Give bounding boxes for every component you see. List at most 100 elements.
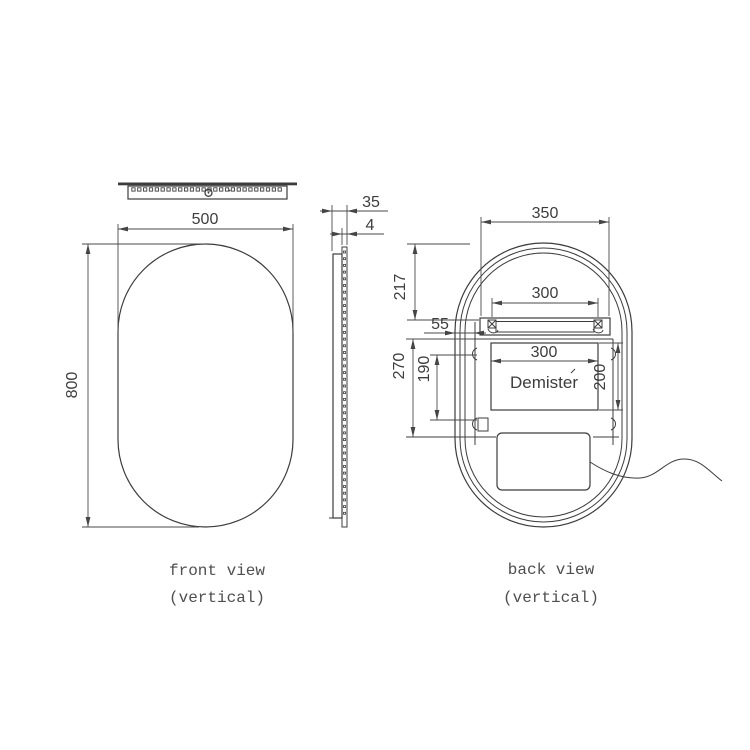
top-view-frame bbox=[127, 185, 288, 200]
repeat-mark bbox=[260, 187, 265, 192]
back-outline-inner bbox=[464, 252, 623, 518]
repeat-mark bbox=[343, 290, 346, 294]
hanger-bar-outline bbox=[479, 317, 611, 336]
repeat-mark bbox=[343, 424, 346, 428]
side-glass-strip bbox=[341, 246, 348, 528]
repeat-mark bbox=[343, 418, 346, 421]
touch-sensor-icon bbox=[204, 188, 213, 197]
dim-label-500: 500 bbox=[192, 211, 219, 228]
demister-pad: Demister bbox=[490, 342, 599, 411]
hanger-bar-channel bbox=[495, 321, 595, 333]
repeat-mark bbox=[224, 187, 230, 192]
demister-tick bbox=[570, 368, 576, 374]
repeat-mark bbox=[343, 444, 346, 448]
repeat-mark bbox=[343, 431, 346, 435]
demister-outline bbox=[490, 342, 599, 411]
repeat-mark bbox=[343, 377, 346, 381]
repeat-mark bbox=[343, 297, 346, 301]
hanger-hook-left bbox=[487, 328, 499, 334]
repeat-mark bbox=[131, 187, 136, 192]
mount-clip-bottom-left bbox=[472, 417, 478, 431]
repeat-mark bbox=[343, 491, 346, 495]
repeat-mark bbox=[242, 187, 247, 192]
repeat-mark bbox=[166, 187, 171, 192]
hanger-hook-right bbox=[592, 328, 604, 334]
repeat-mark bbox=[343, 337, 346, 341]
repeat-mark bbox=[343, 304, 346, 308]
dim-hanger-span: 300 bbox=[491, 285, 599, 317]
front-view-caption-line2: (vertical) bbox=[169, 589, 265, 607]
repeat-mark bbox=[343, 257, 346, 261]
dim-label-190: 190 bbox=[416, 356, 433, 383]
dim-label-35: 35 bbox=[362, 194, 380, 211]
repeat-mark bbox=[219, 187, 224, 192]
dim-side-glass: 4 bbox=[330, 217, 384, 245]
repeat-mark bbox=[343, 277, 346, 281]
repeat-mark bbox=[343, 317, 346, 321]
dim-front-height: 800 bbox=[64, 243, 206, 528]
led-strip-top bbox=[131, 187, 282, 192]
hanger-slot-left bbox=[487, 319, 497, 329]
hanger-bar bbox=[479, 317, 611, 336]
dim-label-270: 270 bbox=[391, 353, 408, 380]
repeat-mark bbox=[154, 187, 159, 192]
dim-demister-height: 200 bbox=[592, 342, 623, 411]
repeat-mark bbox=[343, 310, 346, 314]
repeat-mark bbox=[172, 187, 177, 192]
repeat-mark bbox=[343, 357, 346, 361]
hanger-slot-right bbox=[593, 319, 603, 329]
dim-label-300-demister: 300 bbox=[531, 344, 558, 361]
dim-label-350: 350 bbox=[532, 205, 559, 222]
junction-box bbox=[496, 432, 591, 491]
repeat-mark bbox=[343, 451, 346, 455]
dim-hanger-width: 350 bbox=[480, 205, 610, 316]
dim-top-offset: 217 bbox=[392, 243, 479, 321]
repeat-mark bbox=[343, 263, 346, 267]
top-view-glass-edge bbox=[118, 182, 297, 186]
repeat-mark bbox=[137, 187, 142, 192]
led-strip-side bbox=[343, 250, 346, 515]
repeat-mark bbox=[189, 187, 195, 192]
dim-label-55: 55 bbox=[431, 316, 449, 333]
repeat-mark bbox=[230, 187, 235, 192]
repeat-mark bbox=[343, 250, 346, 254]
repeat-mark bbox=[343, 404, 346, 408]
hanger-slot-right-x2 bbox=[593, 319, 603, 329]
repeat-mark bbox=[343, 371, 346, 375]
repeat-mark bbox=[248, 187, 253, 192]
side-view: 35 4 bbox=[320, 194, 388, 528]
dim-label-4: 4 bbox=[366, 217, 375, 234]
repeat-mark bbox=[343, 284, 346, 287]
mount-clip-top-right bbox=[610, 347, 616, 361]
repeat-mark bbox=[343, 464, 346, 468]
repeat-mark bbox=[343, 324, 346, 328]
repeat-mark bbox=[343, 330, 346, 334]
repeat-mark bbox=[343, 411, 346, 415]
top-view bbox=[118, 182, 297, 200]
touch-sensor-center-dot bbox=[207, 191, 210, 194]
back-recess bbox=[406, 322, 619, 445]
repeat-mark bbox=[343, 391, 346, 395]
front-mirror-outline bbox=[117, 243, 294, 528]
back-outline-middle bbox=[459, 247, 628, 523]
dim-clip-spacing: 190 bbox=[416, 354, 477, 421]
repeat-mark bbox=[277, 187, 282, 192]
repeat-mark bbox=[343, 505, 346, 509]
repeat-mark bbox=[178, 187, 183, 192]
back-outline-outer bbox=[454, 242, 633, 528]
repeat-mark bbox=[343, 397, 346, 401]
repeat-mark bbox=[343, 351, 346, 354]
repeat-mark bbox=[343, 458, 346, 462]
dim-front-width: 500 bbox=[117, 211, 294, 333]
repeat-mark bbox=[343, 270, 346, 274]
repeat-mark bbox=[343, 364, 346, 368]
front-view: 500 800 front view (vertical) bbox=[64, 211, 294, 607]
repeat-mark bbox=[143, 187, 148, 192]
repeat-mark bbox=[343, 511, 346, 515]
repeat-mark bbox=[343, 384, 346, 388]
dim-label-300-hanger: 300 bbox=[532, 285, 559, 302]
dim-label-800: 800 bbox=[64, 372, 81, 399]
mount-clip-top-left bbox=[472, 347, 478, 361]
